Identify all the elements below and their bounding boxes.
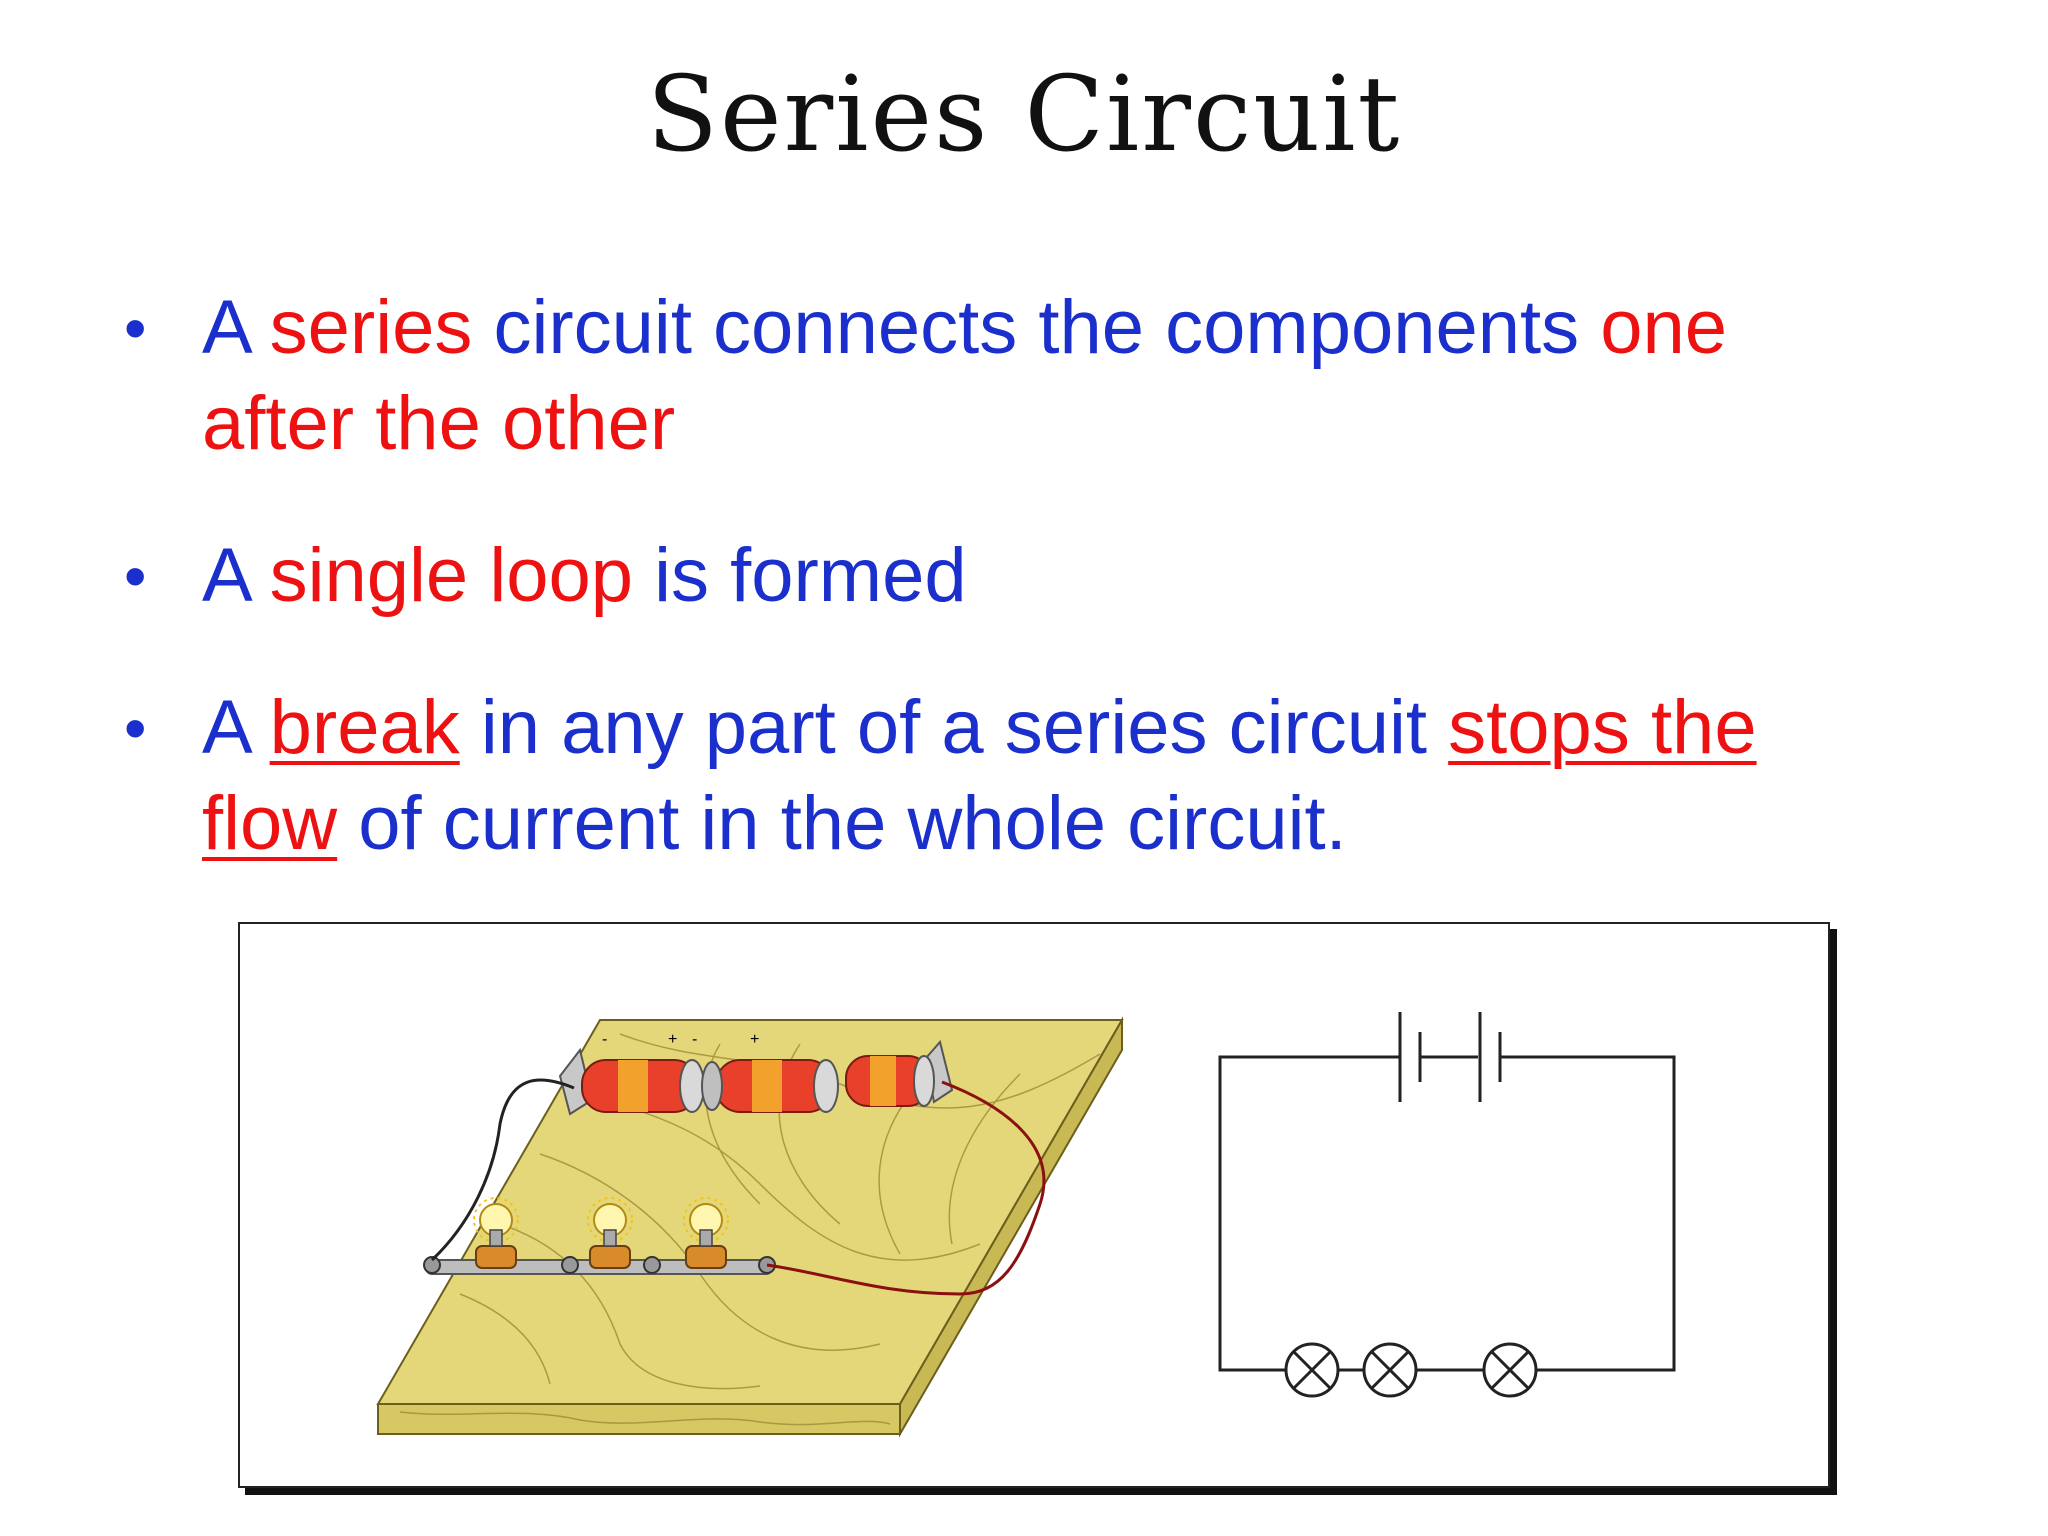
battery-mark: - xyxy=(692,1031,697,1048)
red-wire xyxy=(766,1080,1046,1296)
text-run-underlined: stops the flow xyxy=(202,685,1757,866)
lamp-icon xyxy=(1362,1342,1418,1398)
bulb-icon xyxy=(473,1197,519,1269)
bullet-dot-icon: • xyxy=(124,540,147,612)
bullet-item: • A series circuit connects the componen… xyxy=(120,280,1900,472)
circuit-schematic xyxy=(1218,1012,1676,1398)
circuit-figure: - + - + xyxy=(238,922,1830,1488)
text-run-highlight: series xyxy=(269,285,473,370)
text-run-highlight: one after the other xyxy=(202,285,1728,466)
bullet-item: • A break in any part of a series circui… xyxy=(120,680,1900,872)
bullet-list: • A series circuit connects the componen… xyxy=(120,280,1900,872)
illustration-wires xyxy=(430,1078,1046,1296)
circuit-figure-svg: - + - + xyxy=(376,1012,1676,1438)
text-run: of current in the whole circuit. xyxy=(337,781,1347,866)
schematic-wire xyxy=(1218,1055,1382,1372)
text-run: A xyxy=(202,533,270,618)
text-run: circuit connects the components xyxy=(472,285,1601,370)
text-run: A xyxy=(202,285,270,370)
lamp-icon xyxy=(1284,1342,1340,1398)
text-run: A xyxy=(202,685,270,770)
board-illustration xyxy=(376,1016,1124,1438)
text-run: in any part of a series circuit xyxy=(459,685,1449,770)
schematic-wire xyxy=(1500,1055,1676,1372)
bulb-strip xyxy=(423,1197,776,1275)
battery-illustration: - + - + xyxy=(558,1031,954,1116)
text-run-highlight: single loop xyxy=(269,533,633,618)
bullet-dot-icon: • xyxy=(124,292,147,364)
bullet-dot-icon: • xyxy=(124,692,147,764)
text-run-underlined: break xyxy=(269,685,460,770)
bullet-item: • A single loop is formed xyxy=(120,528,1900,624)
battery-mark: + xyxy=(668,1031,677,1048)
bulb-icon xyxy=(587,1197,633,1269)
board-front xyxy=(377,1403,901,1435)
battery-mark: + xyxy=(750,1031,759,1048)
text-run: is formed xyxy=(633,533,967,618)
black-wire xyxy=(430,1078,575,1262)
lamp-icon xyxy=(1482,1342,1538,1398)
bulb-icon xyxy=(683,1197,729,1269)
slide-title: Series Circuit xyxy=(646,53,1402,175)
battery-mark: - xyxy=(602,1031,607,1048)
